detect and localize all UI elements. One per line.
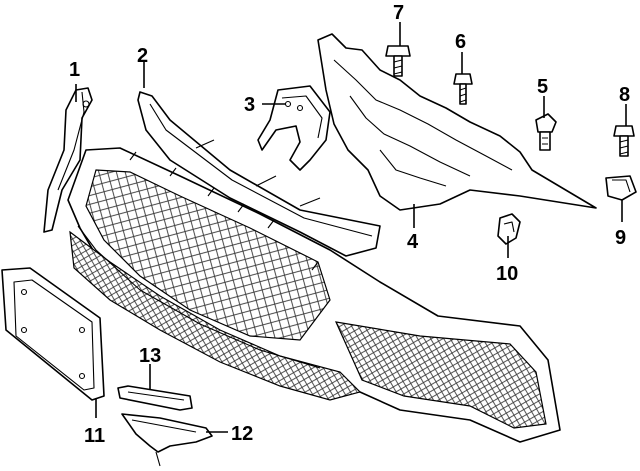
part-13-small-molding: [117, 385, 193, 411]
callout-12: 12: [231, 423, 253, 445]
callout-13: 13: [139, 345, 161, 367]
part-6-bolt: [453, 73, 473, 105]
part-12-lower-insert: [121, 413, 213, 467]
part-2-upper-molding: [137, 91, 381, 257]
part-7-bolt: [385, 45, 411, 77]
callout-2: 2: [137, 45, 148, 67]
callout-1: 1: [69, 59, 80, 81]
part-10-small-bracket: [497, 213, 521, 245]
part-4-absorber-bracket: [317, 33, 597, 211]
part-3-bracket: [257, 85, 331, 171]
part-1-side-molding: [43, 87, 93, 233]
callout-7: 7: [393, 2, 404, 24]
callout-8: 8: [619, 84, 630, 106]
part-5-push-clip: [535, 113, 557, 151]
part-8-bolt: [613, 125, 635, 157]
leader-lines: [75, 22, 627, 433]
main-grille: [67, 147, 561, 443]
callout-5: 5: [537, 76, 548, 98]
callout-labels: 1 2 3 4 5 6 7 8 9 10 11 12 13: [69, 2, 630, 447]
callout-3: 3: [244, 94, 255, 116]
callout-10: 10: [496, 263, 518, 285]
callout-9: 9: [615, 227, 626, 249]
callout-4: 4: [407, 231, 419, 253]
part-11-license-bracket: [1, 267, 105, 401]
part-9-retainer: [605, 175, 637, 201]
callout-6: 6: [455, 31, 466, 53]
callout-11: 11: [84, 425, 105, 447]
